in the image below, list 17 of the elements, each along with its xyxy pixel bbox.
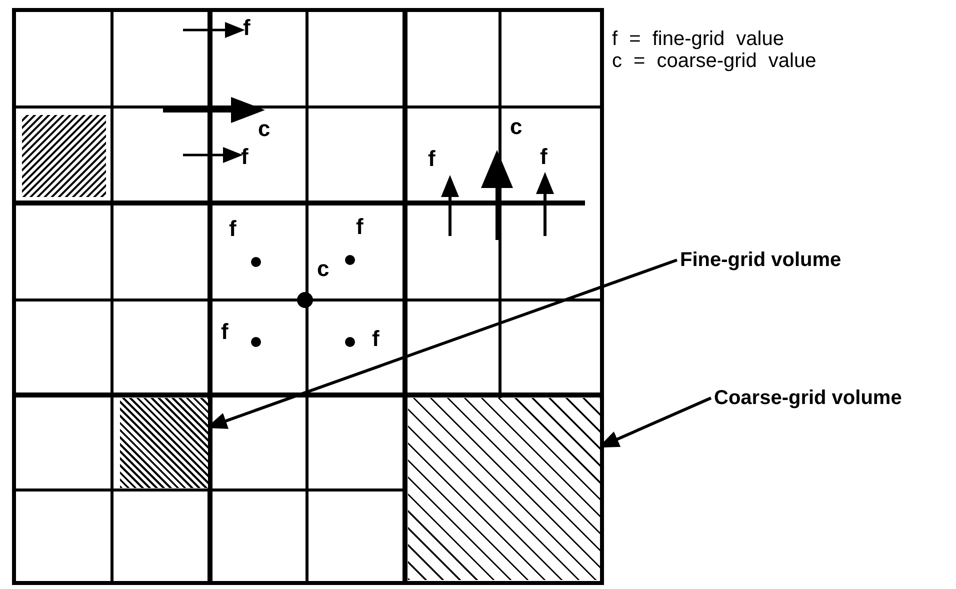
value-marker: c [258,118,270,140]
coarse-grid-volume [408,398,600,580]
callout-text: Fine-grid volume [680,248,842,272]
value-marker: f [221,321,228,343]
value-marker: f [241,146,248,168]
value-marker: f [243,17,250,39]
fine-grid-cell [120,398,208,488]
value-marker: c [317,258,330,280]
legend-text: f = fine-grid value [612,28,784,50]
value-marker: f [372,328,380,350]
value-marker: f [356,216,364,238]
value-marker: f [428,148,436,170]
value-marker: f [540,146,548,168]
value-marker: f [229,218,236,240]
value-marker: c [510,116,522,138]
legend-text: c = coarse-grid value [612,50,816,72]
callout-text: Coarse-grid volume [714,386,902,410]
